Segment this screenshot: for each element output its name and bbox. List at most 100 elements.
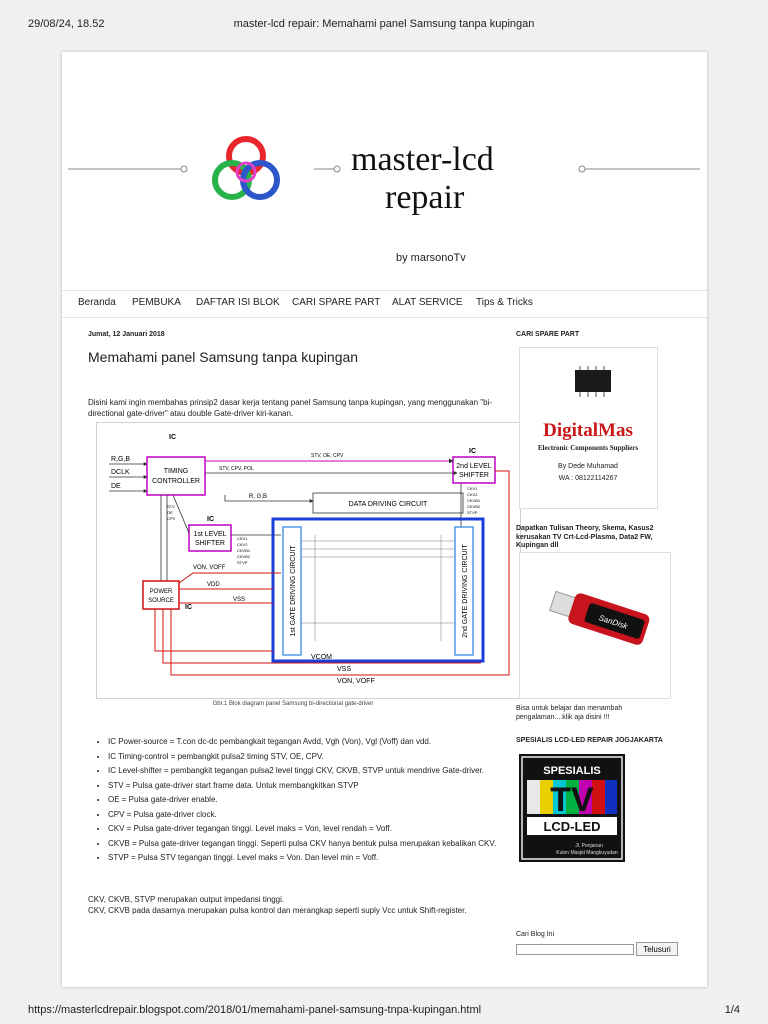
blog-page: master-lcd repair by marsonoTv Beranda P… [62,52,707,987]
nav-pembuka[interactable]: PEMBUKA [132,297,181,308]
wire-von-voff [179,573,281,583]
ic-label-power: IC [185,604,192,611]
figure-caption: Gbr.1 Blok diagram panel Samsung bi-dire… [88,701,498,707]
ad-wa: WA : 08122114267 [559,475,618,482]
sig-ckv1: CKV1 [237,536,248,541]
promo-text-2: Bisa untuk belajar dan menambah pengalam… [516,705,666,722]
power-label-2: SOURCE [148,598,174,604]
sig-cpv: CPV [167,516,176,521]
rgb-rings-logo [215,139,277,197]
ad-by: By Dede Muhamad [558,463,618,470]
level2-label-1: 2nd LEVEL [456,463,492,470]
sig-ckv2: CKV2 [237,542,248,547]
list-item: CKVB = Pulsa gate-driver tegangan tinggi… [108,839,513,850]
post-date: Jumat, 12 Januari 2018 [88,331,165,338]
specialist-line1: SPESIALIS [543,765,600,777]
panel-outline [273,519,483,661]
note-line-2: CKV, CKVB pada dasarnya merupakan pulsa … [88,906,493,917]
promo-text: Dapatkan Tulisan Theory, Skema, Kasus2 k… [516,525,666,551]
blog-title-line1: master-lcd [351,141,494,178]
first-level-shifter-block [189,525,231,551]
ad-subtitle: Electronic Components Suppliers [538,444,638,452]
post-title[interactable]: Memahami panel Samsung tanpa kupingan [88,349,358,365]
post-notes: CKV, CKVB, STVP merupakan output impedan… [88,895,493,916]
sig-stvp: STVP [237,560,248,565]
specialist-widget-title: SPESIALIS LCD-LED REPAIR JOGJAKARTA [516,737,663,744]
list-item: IC Timing-control = pembangkit pulsa2 ti… [108,752,513,763]
blog-search-input[interactable] [516,944,634,955]
top-navigation: Beranda PEMBUKA DAFTAR ISI BLOK CARI SPA… [62,290,707,318]
blog-post: Jumat, 12 Januari 2018 Memahami panel Sa… [88,327,498,987]
spare-part-widget-title: CARI SPARE PART [516,331,579,338]
list-item: CPV = Pulsa gate-driver clock. [108,810,513,821]
list-item: STV = Pulsa gate-driver start frame data… [108,781,513,792]
wire-rgb-data [225,495,313,501]
sig-ckvb2: CKVB2 [237,554,251,559]
sig-rgb: R, G,B [249,494,267,500]
wire-vcom [155,609,273,651]
specialist-tv-ad[interactable]: SPESIALIS TV LCD-LED Jl. Penjarian Kulon… [519,754,625,862]
specialist-address-2: Kulon Masjid Mangkuyudan [556,850,618,856]
sig-von-voff: VON, VOFF [193,565,226,571]
level2-label-2: SHIFTER [459,472,489,479]
sig-ckv1-right: CKV1 [467,486,478,491]
level1-label-2: SHIFTER [195,540,225,547]
header-mid-wire-dot [334,166,340,172]
nav-alat-service[interactable]: ALAT SERVICE [392,297,463,308]
timing-controller-label-1: TIMING [164,468,189,475]
input-de-label: DE [111,483,121,490]
print-footer: https://masterlcdrepair.blogspot.com/201… [0,1000,768,1024]
specialist-line2: TV [550,781,594,819]
sig-von-voff-bottom: VON, VOFF [337,678,375,685]
sig-oe: OE [167,510,173,515]
sig-stv-oe-cpv: STV, OE, CPV [311,453,344,459]
sidebar: CARI SPARE PART DigitalMas Electronic Co… [516,327,696,987]
input-dclk-label: DCLK [111,469,130,476]
gate2-label: 2nd GATE DRIVING CIRCUIT [462,543,469,637]
wire-tc-level1 [173,495,189,533]
sig-ckv2-right: CKV2 [467,492,478,497]
sig-vss-bottom: VSS [337,666,351,673]
header-left-wire-dot [181,166,187,172]
list-item: CKV = Pulsa gate-driver tegangan tinggi.… [108,824,513,835]
nav-cari-spare-part[interactable]: CARI SPARE PART [292,297,380,308]
print-title: master-lcd repair: Memahami panel Samsun… [0,18,768,30]
list-item: STVP = Pulsa STV tegangan tinggi. Level … [108,853,513,864]
sig-ckvb1: CKVB1 [237,548,251,553]
digitalmas-ad[interactable]: DigitalMas Electronic Components Supplie… [519,347,658,509]
ic-label-level1: IC [207,516,214,523]
usb-drive-icon: SanDisk [548,586,651,647]
list-item: IC Power-source = T.con dc-dc pembangkai… [108,737,513,748]
nav-beranda[interactable]: Beranda [78,297,116,308]
sig-vss-left: VSS [233,597,245,603]
sig-stv: STV [167,504,175,509]
power-label-1: POWER [150,589,173,595]
sandisk-usb-ad[interactable]: SanDisk [519,552,671,699]
print-page-number: 1/4 [725,1004,740,1016]
ic-label-level2: IC [469,448,476,455]
ad-brand: DigitalMas [543,420,633,441]
definition-list: IC Power-source = T.con dc-dc pembangkai… [88,737,513,868]
sig-vcom: VCOM [311,654,332,661]
input-rgb-label: R,G,B [111,456,130,463]
nav-daftar-isi-blok[interactable]: DAFTAR ISI BLOK [196,297,280,308]
header-right-wire-dot [579,166,585,172]
nav-tips-tricks[interactable]: Tips & Tricks [476,297,533,308]
note-line-1: CKV, CKVB, STVP merupakan output impedan… [88,895,493,906]
blog-header-banner: master-lcd repair by marsonoTv [62,52,707,287]
blog-title-line2: repair [385,179,465,216]
post-intro: Disini kami ingin membahas prinsip2 dasa… [88,397,493,419]
ic-label-timing: IC [169,434,176,441]
sig-stvp-right: STVP [467,510,478,515]
specialist-line3: LCD-LED [543,819,600,834]
list-item: OE = Pulsa gate-driver enable. [108,795,513,806]
sig-vdd: VDD [207,582,220,588]
gate1-label: 1st GATE DRIVING CIRCUIT [290,545,297,637]
print-header: 29/08/24, 18.52 master-lcd repair: Memah… [0,0,768,40]
block-diagram: R,G,B DCLK DE IC TIMING CONTROLLER IC 2n… [97,423,520,698]
search-button[interactable]: Telusuri [636,942,678,956]
sig-ckvb2-right: CKVB2 [467,504,481,509]
level1-label-1: 1st LEVEL [193,531,226,538]
search-widget-title: Cari Blog Ini [516,931,666,940]
specialist-address: Jl. Penjarian [575,843,603,849]
